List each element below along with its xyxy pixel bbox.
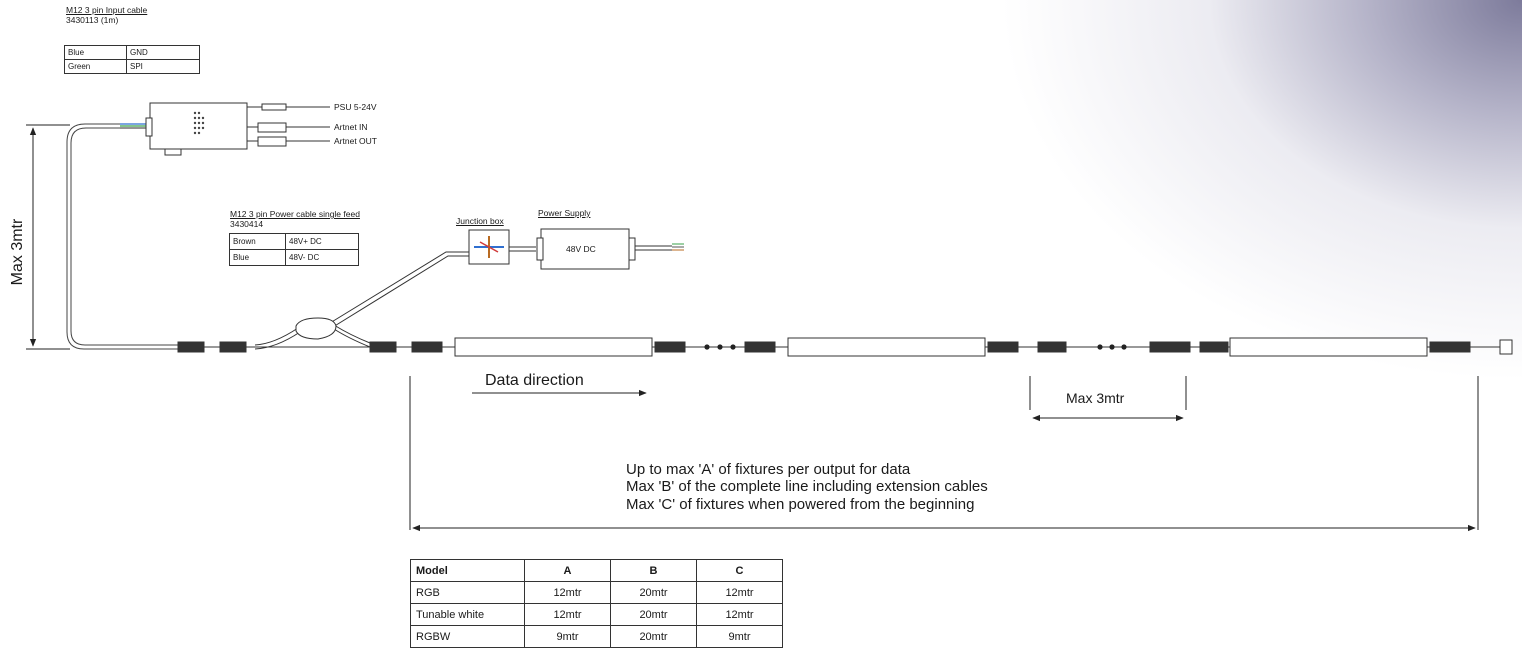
total-dimension	[409, 376, 1479, 532]
power-cable-part: 3430414	[230, 219, 264, 229]
header-a: A	[524, 559, 611, 582]
note-b: Max 'B' of the complete line including e…	[626, 478, 988, 495]
value-a: 9mtr	[524, 625, 611, 648]
segment-dimension	[1029, 376, 1187, 422]
table-row: RGB 12mtr 20mtr 12mtr	[410, 581, 783, 604]
wire-color: Green	[64, 59, 127, 74]
wire-signal: SPI	[126, 59, 200, 74]
table-row: Green SPI	[64, 59, 200, 74]
header-c: C	[696, 559, 783, 582]
port-label-psu: PSU 5-24V	[334, 102, 377, 112]
model-name: Tunable white	[410, 603, 525, 626]
model-name: RGBW	[410, 625, 525, 648]
power-supply-unit	[536, 228, 684, 270]
value-a: 12mtr	[524, 603, 611, 626]
table-header-row: Model A B C	[410, 559, 783, 582]
y-splitter	[254, 251, 470, 350]
note-c: Max 'C' of fixtures when powered from th…	[626, 496, 975, 513]
junction-box-label: Junction box	[456, 216, 504, 226]
input-cable-title: M12 3 pin Input cable	[66, 5, 148, 15]
controller-port-leads	[247, 103, 330, 147]
junction-box	[468, 229, 536, 265]
power-cable-title: M12 3 pin Power cable single feed	[230, 209, 360, 219]
left-dimension	[26, 124, 70, 350]
port-label-artnet-out: Artnet OUT	[334, 136, 377, 146]
header-model: Model	[410, 559, 525, 582]
background-glow	[880, 0, 1522, 668]
value-c: 9mtr	[696, 625, 783, 648]
value-c: 12mtr	[696, 581, 783, 604]
value-b: 20mtr	[610, 603, 697, 626]
wire-signal: 48V- DC	[285, 249, 359, 266]
table-row: Blue GND	[64, 45, 200, 60]
value-a: 12mtr	[524, 581, 611, 604]
max-left-label: Max 3mtr	[9, 218, 26, 286]
wire-color: Blue	[64, 45, 127, 60]
data-direction-label: Data direction	[485, 372, 584, 389]
model-table: Model A B C RGB 12mtr 20mtr 12mtr Tunabl…	[410, 559, 783, 648]
input-cable-table: Blue GND Green SPI	[64, 45, 200, 74]
model-name: RGB	[410, 581, 525, 604]
value-b: 20mtr	[610, 581, 697, 604]
port-label-artnet-in: Artnet IN	[334, 122, 368, 132]
table-row: Brown 48V+ DC	[229, 233, 359, 250]
value-c: 12mtr	[696, 603, 783, 626]
note-a: Up to max 'A' of fixtures per output for…	[626, 461, 911, 478]
table-row: Blue 48V- DC	[229, 249, 359, 266]
value-b: 20mtr	[610, 625, 697, 648]
wire-color: Blue	[229, 249, 286, 266]
header-b: B	[610, 559, 697, 582]
table-row: Tunable white 12mtr 20mtr 12mtr	[410, 603, 783, 626]
wire-color: Brown	[229, 233, 286, 250]
input-wire-colors	[120, 123, 147, 129]
wire-signal: 48V+ DC	[285, 233, 359, 250]
controller-box	[145, 102, 248, 156]
max-segment-label: Max 3mtr	[1066, 390, 1125, 406]
table-row: RGBW 9mtr 20mtr 9mtr	[410, 625, 783, 648]
input-cable-part: 3430113 (1m)	[66, 15, 119, 25]
fixture-line	[177, 337, 1513, 357]
wire-signal: GND	[126, 45, 200, 60]
power-supply-label: Power Supply	[538, 208, 591, 218]
power-cable-table: Brown 48V+ DC Blue 48V- DC	[229, 233, 359, 266]
input-cable	[66, 123, 178, 350]
power-supply-voltage: 48V DC	[566, 244, 596, 254]
